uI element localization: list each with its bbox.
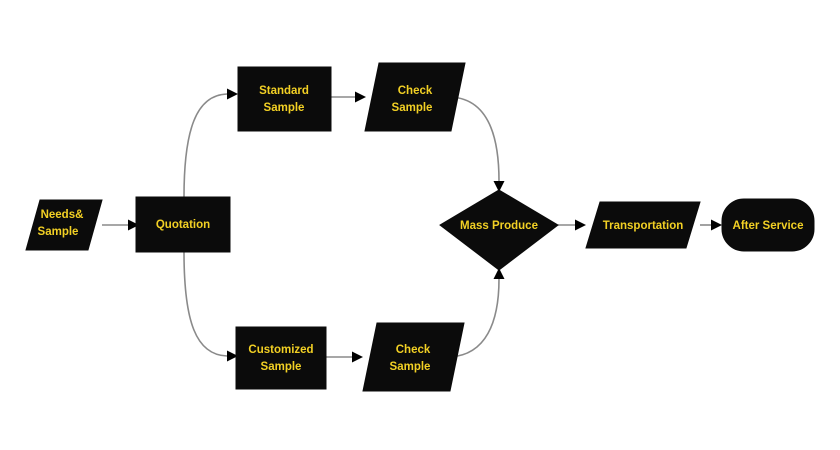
node-customized-sample[interactable]: Customized Sample xyxy=(235,326,327,390)
edge-standard-sample-to-check-sample-top xyxy=(331,91,366,103)
node-transportation[interactable]: Transportation xyxy=(585,201,701,249)
edge-mass-produce-to-transportation xyxy=(558,219,586,231)
node-check-sample-bottom[interactable]: Check Sample xyxy=(362,322,465,392)
check-sample-bottom-shape[interactable] xyxy=(362,322,465,392)
needs-sample-shape[interactable] xyxy=(25,199,103,251)
mass-produce-shape[interactable] xyxy=(439,189,559,271)
node-mass-produce[interactable]: Mass Produce xyxy=(439,189,559,271)
after-service-shape[interactable] xyxy=(721,198,815,252)
edge-check-sample-bottom-to-mass-produce xyxy=(449,268,505,358)
edge-transportation-to-after-service xyxy=(700,219,722,231)
customized-sample-shape[interactable] xyxy=(235,326,327,390)
edge-quotation-to-customized-sample xyxy=(183,251,238,362)
check-sample-top-shape[interactable] xyxy=(364,62,466,132)
node-after-service[interactable]: After Service xyxy=(721,198,815,252)
node-check-sample-top[interactable]: Check Sample xyxy=(364,62,466,132)
standard-sample-shape[interactable] xyxy=(237,66,332,132)
edge-check-sample-top-to-mass-produce xyxy=(450,96,505,192)
edge-quotation-to-standard-sample xyxy=(183,88,238,198)
quotation-shape[interactable] xyxy=(135,196,231,253)
edge-customized-sample-to-check-sample-bottom xyxy=(326,351,363,363)
node-standard-sample[interactable]: Standard Sample xyxy=(237,66,332,132)
edge-needs-sample-to-quotation xyxy=(102,219,139,231)
node-quotation[interactable]: Quotation xyxy=(135,196,231,253)
node-needs-sample[interactable]: Needs& Sample xyxy=(25,199,103,251)
transportation-shape[interactable] xyxy=(585,201,701,249)
